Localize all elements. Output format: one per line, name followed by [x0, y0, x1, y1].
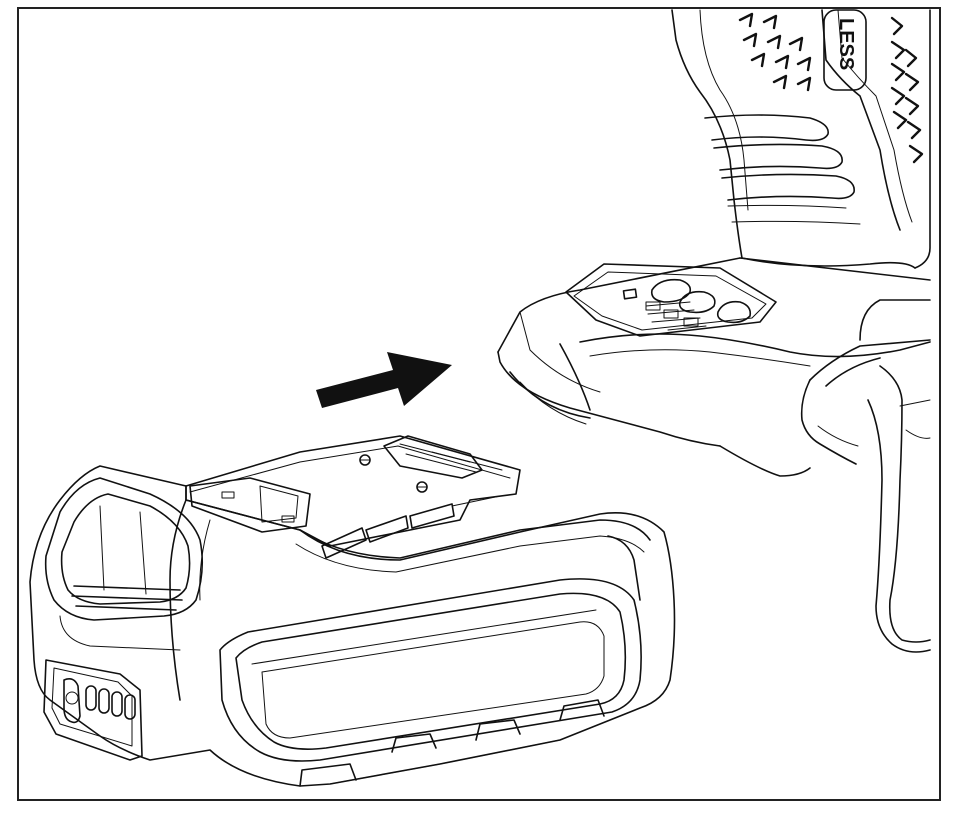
battery-release-latch	[44, 477, 204, 651]
drill-tool: LESS	[497, 9, 931, 653]
insert-direction-arrow-icon	[316, 352, 452, 408]
grip-chevrons-right	[890, 16, 924, 164]
grip-chevrons-left	[738, 12, 812, 92]
battery-pack	[29, 435, 676, 787]
battery-body	[29, 465, 676, 787]
drill-handle: LESS	[671, 9, 931, 269]
battery-front-panel	[43, 659, 143, 761]
battery-top-rail	[185, 435, 521, 559]
battery-indicator-leds	[85, 685, 136, 720]
drill-base	[497, 257, 931, 653]
tool-logo-text: LESS	[835, 18, 857, 70]
figure-frame	[17, 7, 941, 801]
